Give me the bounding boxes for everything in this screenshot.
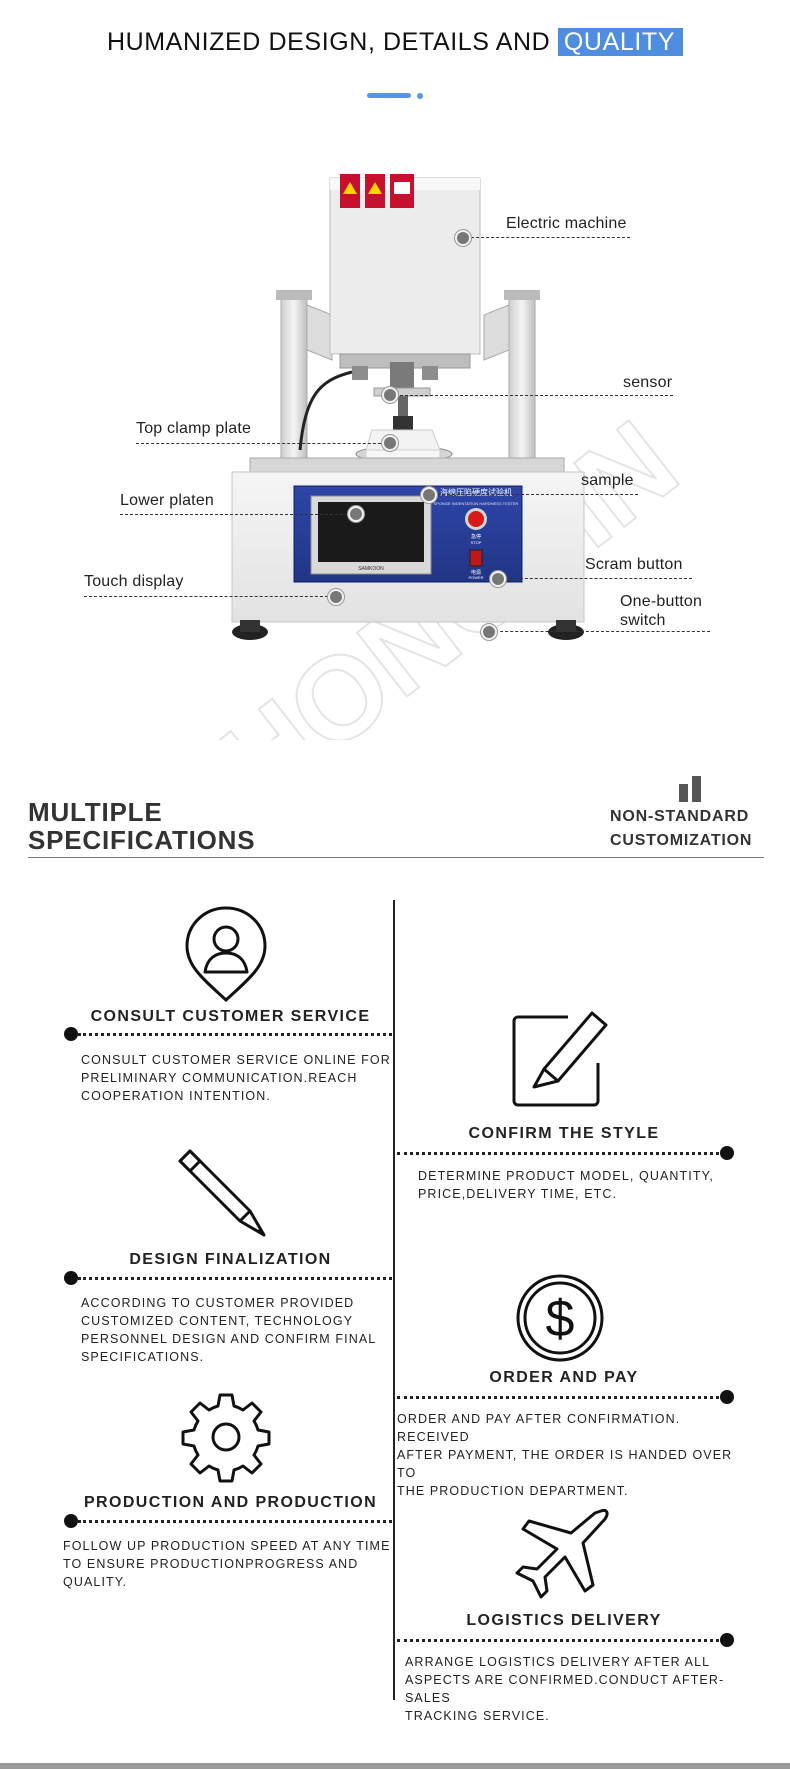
title-underline-bar [367, 93, 411, 98]
svg-text:$: $ [546, 1290, 575, 1348]
step-desc-line: THE PRODUCTION DEPARTMENT. [397, 1484, 629, 1498]
timeline-dotted-line [78, 1520, 392, 1523]
step-desc-line: FOLLOW UP PRODUCTION SPEED AT ANY TIME [63, 1539, 391, 1553]
callout-leader [432, 494, 638, 495]
callout-top-clamp-plate: Top clamp plate [136, 420, 252, 437]
step-desc-design: ACCORDING TO CUSTOMER PROVIDED CUSTOMIZE… [81, 1294, 391, 1366]
screen-brand: SAMKOON [358, 566, 384, 572]
callout-touch-display: Touch display [84, 573, 184, 590]
timeline-dot [64, 1514, 78, 1528]
panel-title-en: SPONGE INDENTATION HARDNESS TESTER [434, 501, 519, 506]
step-desc-line: PRELIMINARY COMMUNICATION.REACH [81, 1071, 358, 1085]
pointer-dot [421, 487, 437, 503]
callout-leader [120, 514, 358, 515]
step-desc-line: COOPERATION INTENTION. [81, 1089, 271, 1103]
callout-lower-platen: Lower platen [120, 492, 215, 509]
title-highlight: QUALITY [557, 28, 684, 56]
timeline-dotted-line [397, 1396, 719, 1399]
step-title-production: PRODUCTION AND PRODUCTION [83, 1494, 378, 1511]
step-desc-line: TO ENSURE PRODUCTIONPROGRESS AND QUALITY… [63, 1557, 359, 1589]
timeline-dot [720, 1146, 734, 1160]
pointer-dot [382, 435, 398, 451]
callout-leader [136, 443, 396, 444]
edit-square-icon [512, 1011, 608, 1107]
step-desc-line: ACCORDING TO CUSTOMER PROVIDED [81, 1296, 355, 1310]
step-desc-confirm-style: DETERMINE PRODUCT MODEL, QUANTITY, PRICE… [418, 1167, 738, 1203]
title-underline-dot [417, 93, 423, 99]
footer-bar [0, 1763, 790, 1769]
bar-chart-icon [679, 776, 701, 802]
step-desc-line: SPECIFICATIONS. [81, 1350, 205, 1364]
step-desc-consult: CONSULT CUSTOMER SERVICE ONLINE FOR PREL… [81, 1051, 391, 1105]
timeline-dotted-line [78, 1033, 392, 1036]
nonstandard-customization: NON-STANDARD CUSTOMIZATION [610, 805, 752, 853]
step-desc-line: ARRANGE LOGISTICS DELIVERY AFTER ALL [405, 1655, 711, 1669]
step-title-order-pay: ORDER AND PAY [489, 1369, 639, 1386]
timeline-dotted-line [78, 1277, 392, 1280]
step-title-design: DESIGN FINALIZATION [129, 1251, 332, 1268]
tester-machine-image: HONGJIN SAMKOON 海绵压陷硬度试验机 SPONGE INDENTA… [195, 174, 702, 740]
timeline-dot [720, 1390, 734, 1404]
dollar-coin-icon: $ [516, 1274, 604, 1362]
step-desc-line: ASPECTS ARE CONFIRMED.CONDUCT AFTER-SALE… [405, 1673, 725, 1705]
callout-leader [395, 395, 673, 396]
stop-label: 急停 [471, 533, 481, 540]
timeline-axis [393, 900, 395, 1700]
callout-sensor: sensor [623, 374, 673, 391]
step-desc-line: CONSULT CUSTOMER SERVICE ONLINE FOR [81, 1053, 391, 1067]
timeline-dotted-line [397, 1639, 719, 1642]
power-label-en: POWER [468, 575, 483, 580]
stop-label-en: STOP [471, 540, 482, 545]
callout-leader [500, 578, 692, 579]
callout-electric-machine: Electric machine [506, 215, 627, 232]
airplane-icon [515, 1509, 609, 1599]
gear-icon [181, 1393, 271, 1483]
pointer-dot [382, 387, 398, 403]
pointer-dot [481, 624, 497, 640]
title-main: HUMANIZED DESIGN, DETAILS AND [106, 28, 551, 56]
pointer-dot [490, 571, 506, 587]
callout-sample: sample [581, 472, 634, 489]
section-divider [28, 857, 764, 858]
power-label: 电源 [471, 569, 481, 576]
specs-title-line2: SPECIFICATIONS [28, 825, 256, 855]
panel-title-cn: 海绵压陷硬度试验机 [440, 487, 512, 497]
nonstandard-line1: NON-STANDARD [610, 808, 750, 825]
step-desc-line: DETERMINE PRODUCT MODEL, QUANTITY, [418, 1169, 714, 1183]
timeline-dot [64, 1027, 78, 1041]
step-desc-line: ORDER AND PAY AFTER CONFIRMATION. RECEIV… [397, 1412, 681, 1444]
callout-one-button-switch-line2: switch [620, 612, 666, 629]
step-desc-line: PERSONNEL DESIGN AND CONFIRM FINAL [81, 1332, 377, 1346]
callout-leader [490, 631, 710, 632]
timeline-dotted-line [397, 1152, 719, 1155]
callout-scram-button: Scram button [585, 556, 683, 573]
step-title-consult: CONSULT CUSTOMER SERVICE [90, 1008, 371, 1025]
pointer-dot [455, 230, 471, 246]
step-desc-line: TRACKING SERVICE. [405, 1709, 550, 1723]
pencil-icon [178, 1149, 266, 1237]
timeline-dot [64, 1271, 78, 1285]
pointer-dot [328, 589, 344, 605]
callout-one-button-switch: One-button switch [620, 592, 702, 630]
specs-title: MULTIPLE SPECIFICATIONS [28, 798, 255, 854]
timeline-dot [720, 1633, 734, 1647]
user-pin-icon [185, 906, 267, 1003]
pointer-dot [348, 506, 364, 522]
callout-leader [84, 596, 338, 597]
step-desc-order-pay: ORDER AND PAY AFTER CONFIRMATION. RECEIV… [397, 1410, 742, 1500]
step-desc-production: FOLLOW UP PRODUCTION SPEED AT ANY TIME T… [63, 1537, 393, 1591]
step-desc-line: CUSTOMIZED CONTENT, TECHNOLOGY [81, 1314, 354, 1328]
step-title-confirm-style: CONFIRM THE STYLE [468, 1125, 660, 1142]
specs-title-line1: MULTIPLE [28, 797, 163, 827]
page-title: HUMANIZED DESIGN, DETAILS AND QUALITY [0, 28, 790, 57]
nonstandard-line2: CUSTOMIZATION [610, 832, 753, 849]
step-desc-line: PRICE,DELIVERY TIME, ETC. [418, 1187, 618, 1201]
step-desc-line: AFTER PAYMENT, THE ORDER IS HANDED OVER … [397, 1448, 733, 1480]
step-desc-logistics: ARRANGE LOGISTICS DELIVERY AFTER ALL ASP… [405, 1653, 745, 1725]
callout-one-button-switch-line1: One-button [620, 593, 703, 610]
callout-leader [466, 237, 630, 238]
step-title-logistics: LOGISTICS DELIVERY [466, 1612, 662, 1629]
